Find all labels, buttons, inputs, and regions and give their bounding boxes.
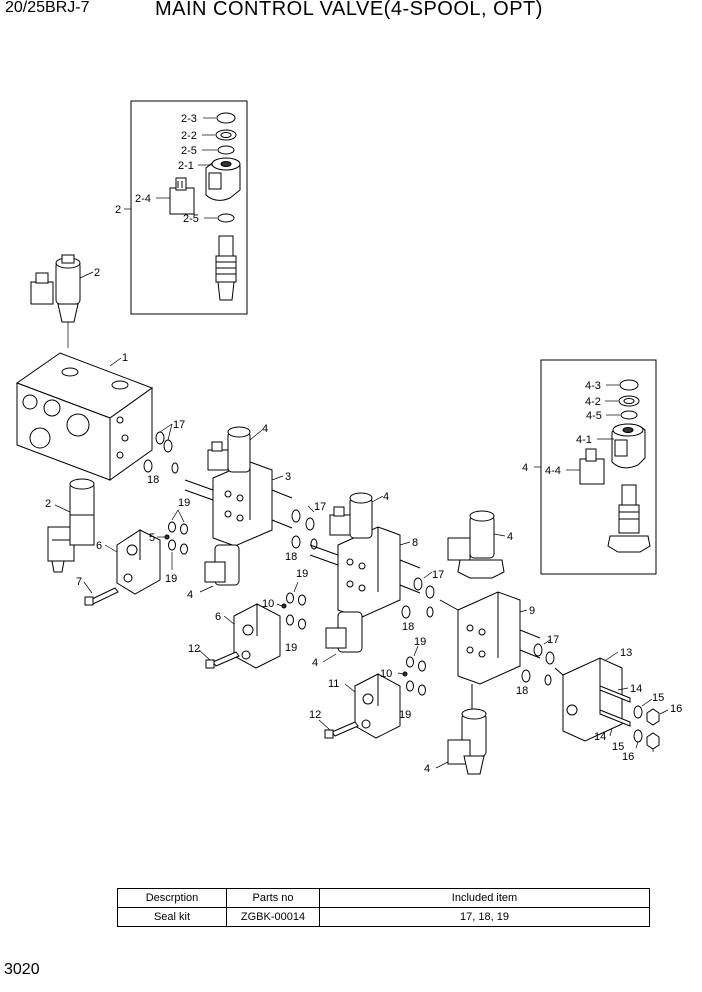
callout-4-2: 4-2	[585, 396, 601, 408]
callout-10-a: 10	[262, 598, 274, 610]
valve-section-8	[309, 492, 421, 663]
solenoid-valve-2-lower	[47, 478, 95, 573]
callout-17-b: 17	[314, 501, 326, 513]
callout-15-a: 15	[652, 692, 664, 704]
seal-kit-table: Descrption Parts no Included item Seal k…	[117, 888, 650, 927]
callout-10-b: 10	[380, 668, 392, 680]
callout-4-d: 4	[187, 589, 193, 601]
callout-11: 11	[328, 678, 339, 690]
callout-4-a: 4	[262, 423, 268, 435]
valve-body-1	[15, 352, 154, 481]
callout-2-2: 2-2	[181, 130, 197, 142]
table-row: Seal kit ZGBK-00014 17, 18, 19	[117, 907, 650, 927]
callout-4-inset: 4	[522, 462, 528, 474]
callout-2-1: 2-1	[178, 160, 194, 172]
callout-19-a: 19	[178, 497, 190, 509]
callout-2-inset: 2	[115, 204, 121, 216]
callout-2-3: 2-3	[181, 113, 197, 125]
seal-table-header-included-item: Included item	[319, 888, 650, 908]
callout-2-upper: 2	[94, 267, 100, 279]
callout-4-4: 4-4	[545, 465, 561, 477]
callout-13: 13	[620, 647, 632, 659]
callout-19-b: 19	[165, 573, 177, 585]
callout-17-c: 17	[432, 569, 444, 581]
seal-group-b	[291, 505, 318, 550]
end-cover-6-lower	[198, 603, 281, 669]
callout-18-a: 18	[147, 474, 159, 486]
end-cover-11	[318, 673, 401, 739]
callout-17-a: 17	[173, 419, 185, 431]
callout-2-5-b: 2-5	[183, 213, 199, 225]
seal-group-10-19-b	[397, 645, 426, 696]
callout-7: 7	[76, 576, 82, 588]
solenoid-valve-2-upper	[30, 254, 94, 348]
seal-group-d	[521, 639, 555, 686]
seal-group-5-19	[157, 509, 188, 570]
callout-19-d: 19	[285, 642, 297, 654]
callout-12-b: 12	[309, 709, 321, 721]
callout-4-c: 4	[507, 531, 513, 543]
seal-group-a	[143, 423, 179, 474]
washers-nuts-15-16	[633, 698, 669, 752]
valve-section-3	[184, 426, 293, 593]
seal-table-included-item: 17, 18, 19	[319, 907, 650, 927]
model-code: 20/25BRJ-7	[5, 0, 90, 16]
callout-16-a: 16	[670, 703, 682, 715]
callout-2-4: 2-4	[135, 193, 151, 205]
solenoid-valve-4-bottom	[435, 708, 487, 775]
callout-4-f: 4	[424, 763, 430, 775]
callout-2-5-a: 2-5	[181, 145, 197, 157]
seal-group-10-19-a	[276, 581, 306, 630]
callout-18-b: 18	[285, 551, 297, 563]
valve-section-9	[439, 591, 541, 712]
callout-4-b: 4	[383, 491, 389, 503]
callout-19-e: 19	[414, 636, 426, 648]
callout-15-b: 15	[612, 741, 624, 753]
end-cover-6-upper	[83, 529, 161, 606]
seal-group-c	[401, 571, 435, 619]
seal-table-header-description: Descrption	[117, 888, 227, 908]
seal-table-header-parts-no: Parts no	[226, 888, 320, 908]
end-plate-13	[554, 651, 631, 742]
page-title: MAIN CONTROL VALVE(4-SPOOL, OPT)	[155, 0, 543, 20]
callout-17-d: 17	[547, 634, 559, 646]
callout-2-lower: 2	[45, 498, 51, 510]
callout-19-c: 19	[296, 568, 308, 580]
seal-table-description: Seal kit	[117, 907, 227, 927]
callout-19-f: 19	[399, 709, 411, 721]
page-number: 3020	[4, 961, 40, 978]
solenoid-valve-4-right	[447, 510, 506, 579]
inset-solenoid-2	[124, 100, 248, 315]
callout-16-b: 16	[622, 751, 634, 763]
callout-9: 9	[529, 605, 535, 617]
callout-18-d: 18	[516, 685, 528, 697]
callout-5: 5	[149, 532, 155, 544]
inset-solenoid-4	[534, 359, 657, 575]
callout-4-5: 4-5	[586, 410, 602, 422]
callout-3: 3	[285, 471, 291, 483]
seal-table-parts-no: ZGBK-00014	[226, 907, 320, 927]
callout-4-3: 4-3	[585, 380, 601, 392]
callout-12-a: 12	[188, 643, 200, 655]
callout-1: 1	[122, 352, 128, 364]
seal-table-header-row: Descrption Parts no Included item	[117, 888, 650, 908]
callout-14-b: 14	[594, 731, 606, 743]
callout-14-a: 14	[630, 683, 642, 695]
callout-18-c: 18	[402, 621, 414, 633]
callout-6-a: 6	[96, 540, 102, 552]
callout-4-1: 4-1	[576, 434, 592, 446]
callout-8: 8	[412, 537, 418, 549]
callout-4-e: 4	[312, 657, 318, 669]
callout-6-b: 6	[215, 611, 221, 623]
